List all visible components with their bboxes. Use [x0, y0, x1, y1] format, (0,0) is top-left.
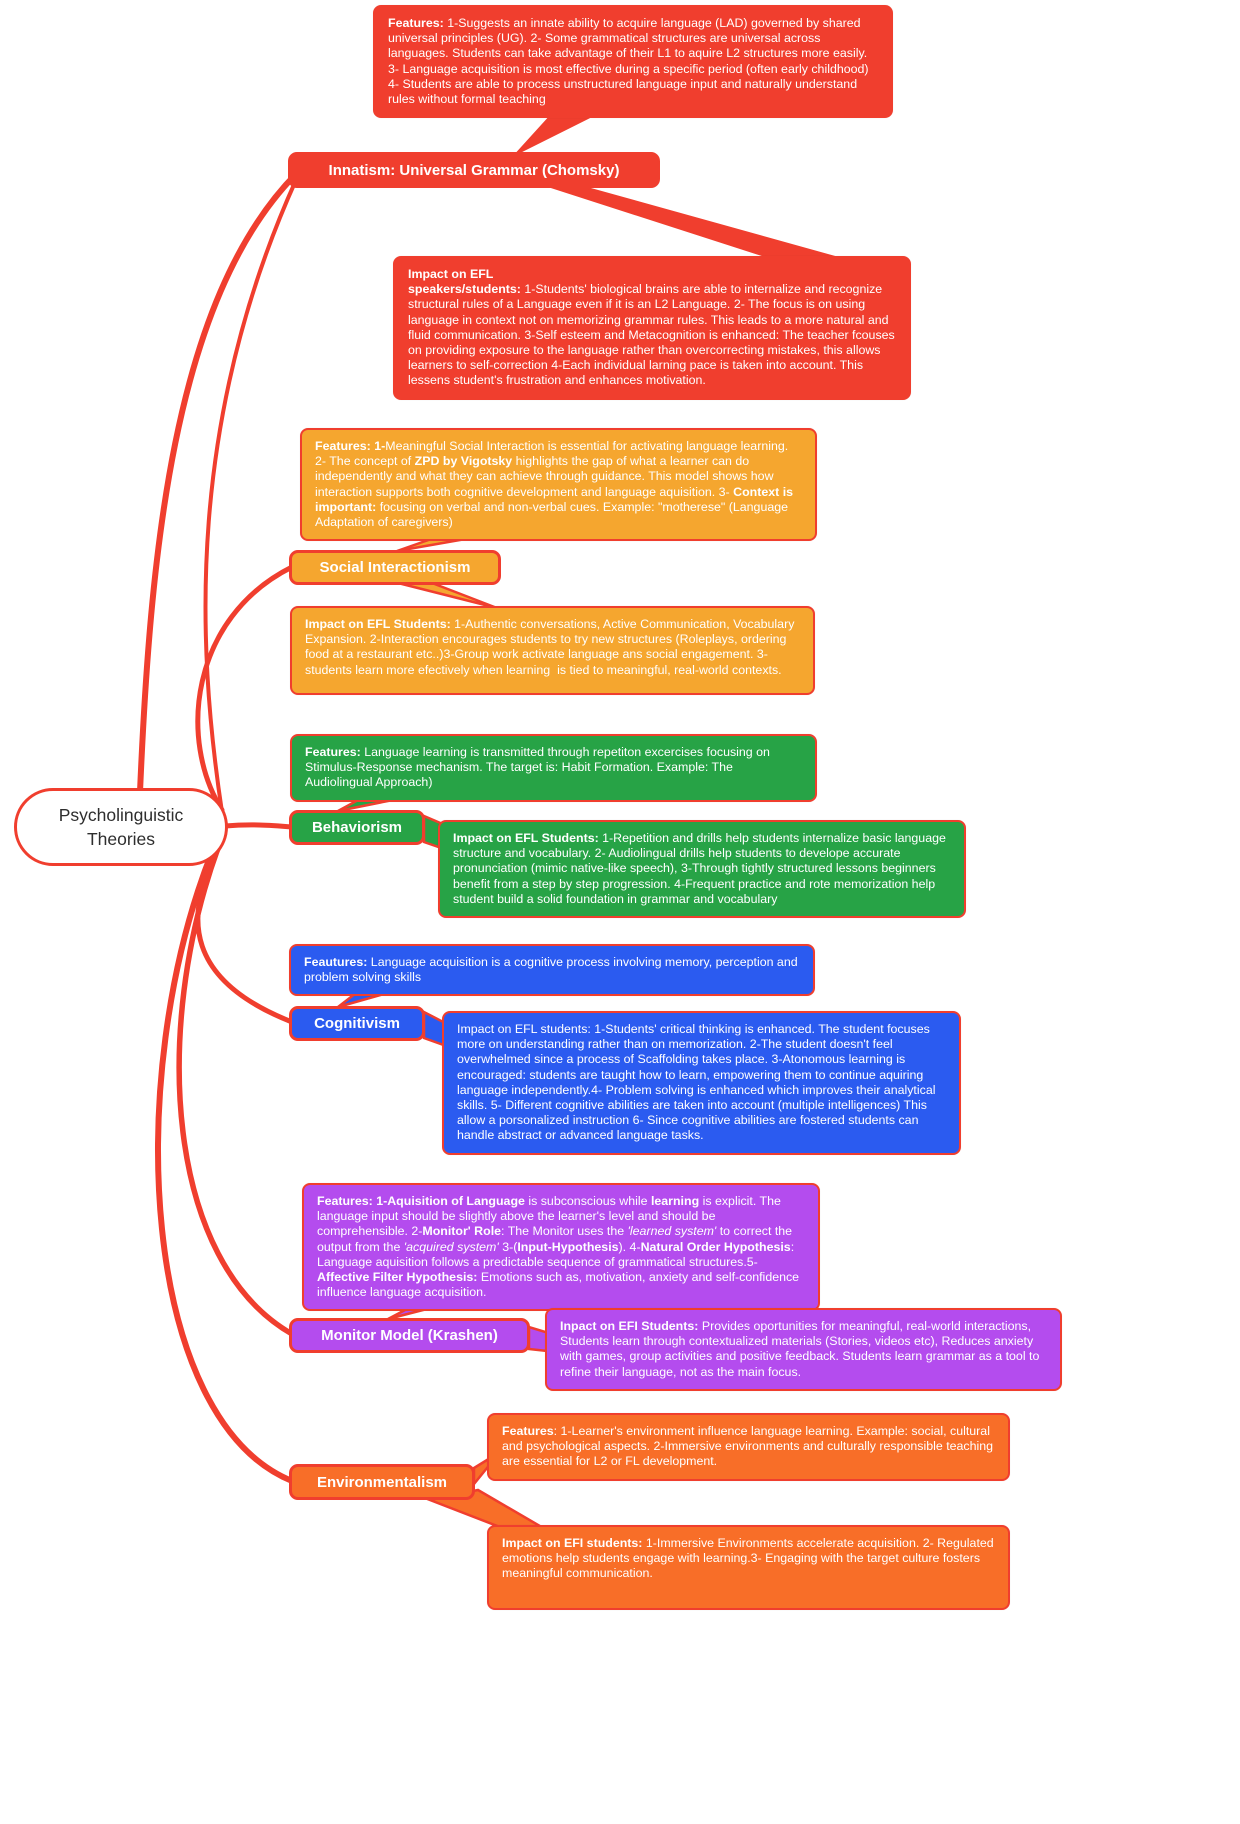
connector-central-cognitivism [195, 839, 295, 1025]
monitor-model-impact-box[interactable]: Inpact on EFI Students: Provides oportun… [545, 1308, 1062, 1391]
environmentalism-features-box[interactable]: Features: 1-Learner's environment influe… [487, 1413, 1010, 1481]
cognitivism-impact-box[interactable]: Impact on EFL students: 1-Students' crit… [442, 1011, 961, 1155]
central-node-psycholinguistic-theories[interactable]: Psycholinguistic Theories [14, 788, 228, 866]
connector-central-innatism [137, 171, 299, 795]
node-social-interactionism-label: Social Interactionism [319, 559, 471, 576]
connector-central-innatism-2 [203, 178, 298, 814]
node-cognitivism[interactable]: Cognitivism [289, 1006, 425, 1041]
connector-central-environmentalism [155, 849, 295, 1484]
connector-central-social [195, 564, 295, 813]
behaviorism-impact-box[interactable]: Impact on EFL Students: 1-Repetition and… [438, 820, 966, 919]
beak-innatism-impact [547, 185, 836, 258]
environmentalism-impact-box[interactable]: Impact on EFI students: 1-Immersive Envi… [487, 1525, 1010, 1610]
cognitivism-features-box[interactable]: Feautures: Language acquisition is a cog… [289, 944, 815, 997]
innatism-features-box[interactable]: Features: 1-Suggests an innate ability t… [373, 5, 893, 119]
node-environmentalism[interactable]: Environmentalism [289, 1464, 475, 1500]
node-innatism[interactable]: Innatism: Universal Grammar (Chomsky) [288, 152, 660, 188]
node-environmentalism-label: Environmentalism [316, 1473, 448, 1491]
node-innatism-label: Innatism: Universal Grammar (Chomsky) [328, 161, 620, 179]
node-behaviorism-label: Behaviorism [311, 819, 403, 836]
node-monitor-model[interactable]: Monitor Model (Krashen) [289, 1318, 530, 1353]
connector-central-behaviorism [222, 822, 295, 830]
connector-central-monitor [176, 845, 295, 1337]
monitor-model-features-box[interactable]: Features: 1-Aquisition of Language is su… [302, 1183, 820, 1312]
node-cognitivism-label: Cognitivism [314, 1015, 400, 1032]
node-behaviorism[interactable]: Behaviorism [289, 810, 425, 845]
social-interactionism-features-box[interactable]: Features: 1-Meaningful Social Interactio… [300, 428, 817, 542]
central-node-label: Psycholinguistic Theories [58, 804, 184, 850]
node-social-interactionism[interactable]: Social Interactionism [289, 550, 501, 585]
behaviorism-features-box[interactable]: Features: Language learning is transmitt… [290, 734, 817, 802]
innatism-impact-box[interactable]: Impact on EFL speakers/students: 1-Stude… [393, 256, 911, 400]
beak-social-impact [397, 581, 498, 610]
node-monitor-model-label: Monitor Model (Krashen) [321, 1327, 498, 1344]
social-interactionism-impact-box[interactable]: Impact on EFL Students: 1-Authentic conv… [290, 606, 815, 695]
